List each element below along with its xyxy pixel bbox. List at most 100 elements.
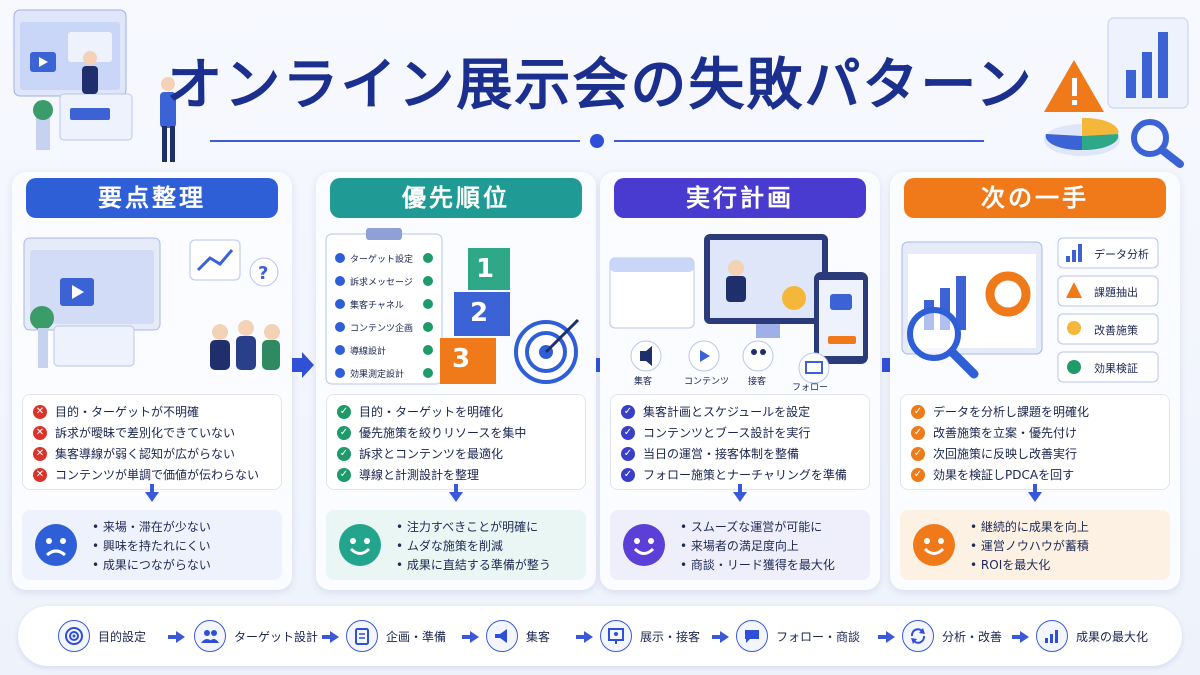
step-label: 集客: [526, 629, 551, 644]
result-item: 商談・リード獲得を最大化: [680, 556, 835, 575]
list-item: ✕訴求が曖昧で差別化できていない: [33, 422, 271, 443]
result-item: 来場・滞在が少ない: [92, 518, 211, 537]
check-icon: ✓: [337, 425, 351, 440]
checklist-label: 効果測定設計: [350, 370, 405, 380]
result-item: スムーズな運営が可能に: [680, 518, 835, 537]
check-icon: ✓: [337, 446, 351, 461]
tag-label: 効果検証: [1094, 362, 1138, 375]
smile-face-icon: [338, 523, 382, 567]
target-icon: [58, 620, 90, 652]
cycle-icon: [902, 620, 934, 652]
checklist-rows: [335, 253, 433, 378]
channel-label: 集客: [634, 377, 653, 387]
process-step: フォロー・商談: [736, 620, 860, 652]
result-box: 継続的に成果を向上 運営ノウハウが蓄積 ROIを最大化: [900, 510, 1170, 580]
column-illustration-calendar-monitor: 集客 コンテンツ 接客 フォロー: [608, 228, 872, 393]
checklist-label: 訴求メッセージ: [350, 278, 413, 288]
presentation-icon: [600, 620, 632, 652]
arrow-right-icon: [878, 631, 895, 643]
column-header: 要点整理: [26, 178, 278, 218]
list-item: ✕目的・ターゲットが不明確: [33, 401, 271, 422]
check-icon: ✓: [621, 446, 635, 461]
channel-label: フォロー: [792, 383, 829, 393]
arrow-right-icon: [1012, 631, 1029, 643]
step-label: 展示・接客: [640, 629, 701, 644]
result-item: 継続的に成果を向上: [970, 518, 1089, 537]
column-key-points: 要点整理 ? ✕目的・ターゲットが不明確 ✕訴求が曖昧で差別化できていない ✕集…: [12, 172, 292, 590]
result-item: 運営ノウハウが蓄積: [970, 537, 1089, 556]
list-item: ✓コンテンツとブース設計を実行: [621, 422, 859, 443]
step-label: 分析・改善: [942, 629, 1003, 644]
process-step: 展示・接客: [600, 620, 700, 652]
arrow-right-icon: [168, 631, 185, 643]
cross-icon: ✕: [33, 467, 47, 482]
chart-icon: [1036, 620, 1068, 652]
result-item: 成果に直結する準備が整う: [396, 556, 551, 575]
column-illustration-dashboard: データ分析 課題抽出 改善施策 効果検証: [898, 228, 1172, 388]
down-arrow-icon: [733, 484, 747, 502]
column-action-plan: 実行計画 集客 コンテンツ 接客 フォロー: [600, 172, 880, 590]
list-item: ✓訴求とコンテンツを最適化: [337, 443, 575, 464]
result-item: 来場者の満足度向上: [680, 537, 835, 556]
down-arrow-icon: [1028, 484, 1042, 502]
smile-face-icon: [622, 523, 666, 567]
column-priority: 優先順位 ターゲット設定 訴求メッセージ 集客チャネル コンテンツ企画 導線設計…: [316, 172, 596, 590]
list-item: ✓集客計画とスケジュールを設定: [621, 401, 859, 422]
list-item: ✓当日の運営・接客体制を整備: [621, 443, 859, 464]
cross-icon: ✕: [33, 404, 47, 419]
list-item: ✓目的・ターゲットを明確化: [337, 401, 575, 422]
column-header: 優先順位: [330, 178, 582, 218]
result-item: 注力すべきことが明確に: [396, 518, 551, 537]
cross-icon: ✕: [33, 425, 47, 440]
chat-icon: [736, 620, 768, 652]
megaphone-icon: [486, 620, 518, 652]
check-icon: ✓: [621, 425, 635, 440]
next-list: ✓データを分析し課題を明確化 ✓改善施策を立案・優先付け ✓次回施策に反映し改善…: [900, 394, 1170, 490]
check-icon: ✓: [621, 404, 635, 419]
result-item: ムダな施策を削減: [396, 537, 551, 556]
step-label: 企画・準備: [386, 629, 447, 644]
result-item: ROIを最大化: [970, 556, 1089, 575]
check-icon: ✓: [911, 425, 925, 440]
tag-label: データ分析: [1094, 248, 1149, 261]
tag-label: 課題抽出: [1094, 286, 1138, 299]
step-label: ターゲット設計: [234, 629, 319, 644]
channel-label: 接客: [748, 377, 767, 387]
tag-label: 改善施策: [1094, 324, 1138, 337]
process-step: 目的設定: [58, 620, 146, 652]
process-step: 成果の最大化: [1036, 620, 1148, 652]
list-item: ✓データを分析し課題を明確化: [911, 401, 1159, 422]
list-item: ✓効果を検証しPDCAを回す: [911, 464, 1159, 485]
list-item: ✓フォロー施策とナーチャリングを準備: [621, 464, 859, 485]
step-label: フォロー・商談: [776, 629, 861, 644]
title-center-dot: [590, 134, 604, 148]
arrow-right-icon: [576, 631, 593, 643]
list-item: ✓次回施策に反映し改善実行: [911, 443, 1159, 464]
sad-face-icon: [34, 523, 78, 567]
priority-block-label: 1: [476, 254, 495, 284]
check-icon: ✓: [621, 467, 635, 482]
cross-icon: ✕: [33, 446, 47, 461]
check-icon: ✓: [911, 467, 925, 482]
checklist-label: 集客チャネル: [350, 301, 404, 311]
step-label: 成果の最大化: [1076, 629, 1149, 644]
hero-booth-illustration: [8, 6, 193, 166]
people-icon: [194, 620, 226, 652]
smile-face-icon: [912, 523, 956, 567]
priority-list: ✓目的・ターゲットを明確化 ✓優先施策を絞りリソースを集中 ✓訴求とコンテンツを…: [326, 394, 586, 490]
process-flow-bar: 目的設定 ターゲット設計 企画・準備 集客 展示・接客 フォロー・商談 分析・改…: [18, 606, 1182, 666]
page-title: オンライン展示会の失敗パターン: [166, 53, 1034, 118]
column-header: 次の一手: [904, 178, 1166, 218]
check-icon: ✓: [911, 404, 925, 419]
flow-arrow-icon: [292, 352, 314, 378]
process-step: ターゲット設計: [194, 620, 318, 652]
list-item: ✕集客導線が弱く認知が広がらない: [33, 443, 271, 464]
result-item: 興味を持たれにくい: [92, 537, 211, 556]
arrow-right-icon: [712, 631, 729, 643]
title-underline-right: [614, 140, 984, 142]
list-item: ✓改善施策を立案・優先付け: [911, 422, 1159, 443]
arrow-right-icon: [462, 631, 479, 643]
result-box: スムーズな運営が可能に 来場者の満足度向上 商談・リード獲得を最大化: [610, 510, 870, 580]
result-box: 来場・滞在が少ない 興味を持たれにくい 成果につながらない: [22, 510, 282, 580]
list-item: ✕コンテンツが単調で価値が伝わらない: [33, 464, 271, 485]
